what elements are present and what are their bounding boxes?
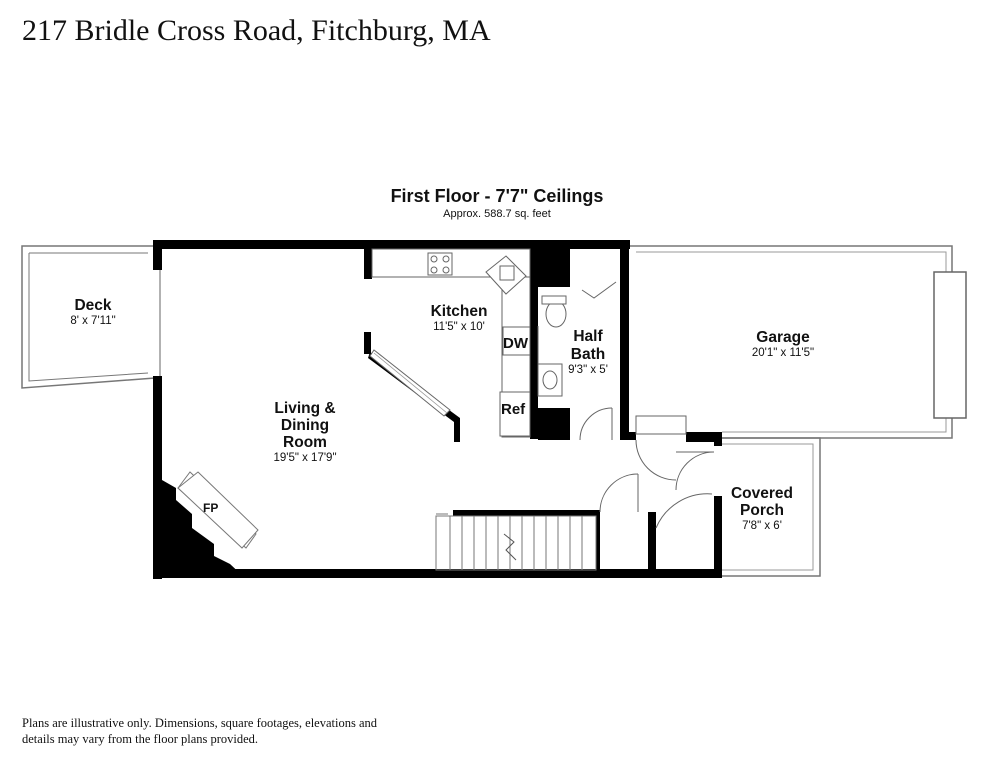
stairs (435, 513, 597, 571)
fireplace-label: FP (203, 501, 218, 515)
floor-title: First Floor - 7'7" Ceilings (390, 186, 604, 206)
porch-label-1: Covered (731, 485, 793, 502)
deck-label: Deck (74, 297, 111, 314)
living-dims: 19'5" x 17'9" (273, 452, 336, 464)
bath-fixtures (537, 281, 617, 397)
kitchen-dims: 11'5" x 10' (433, 321, 485, 333)
garage-dims: 20'1" x 11'5" (752, 347, 814, 359)
kitchen-cabinets (371, 248, 531, 438)
fireplace: FP (162, 471, 259, 578)
kitchen-label: Kitchen (431, 303, 488, 320)
garage-label: Garage (756, 329, 810, 346)
disclaimer: Plans are illustrative only. Dimensions,… (22, 716, 378, 746)
living-label-3: Room (283, 434, 327, 451)
living-label-1: Living & (274, 400, 335, 417)
kitchen-counter (364, 249, 460, 442)
half-bath-label-2: Bath (571, 346, 605, 363)
deck-dims: 8' x 7'11" (70, 315, 115, 327)
deck-area (21, 245, 161, 389)
porch-area (720, 437, 821, 577)
doors (579, 407, 715, 529)
exterior-walls (153, 240, 722, 579)
porch-label-2: Porch (740, 502, 784, 519)
living-label-2: Dining (281, 417, 329, 434)
half-bath-label-1: Half (573, 328, 603, 345)
page-title: 217 Bridle Cross Road, Fitchburg, MA (22, 14, 491, 47)
garage-area (630, 245, 967, 439)
porch-dims: 7'8" x 6' (742, 520, 782, 532)
half-bath-dims: 9'3" x 5' (568, 364, 608, 376)
floor-area: Approx. 588.7 sq. feet (443, 208, 551, 220)
interior-walls (453, 249, 656, 576)
dishwasher-label: DW (503, 335, 529, 352)
refrigerator-label: Ref (501, 401, 526, 418)
